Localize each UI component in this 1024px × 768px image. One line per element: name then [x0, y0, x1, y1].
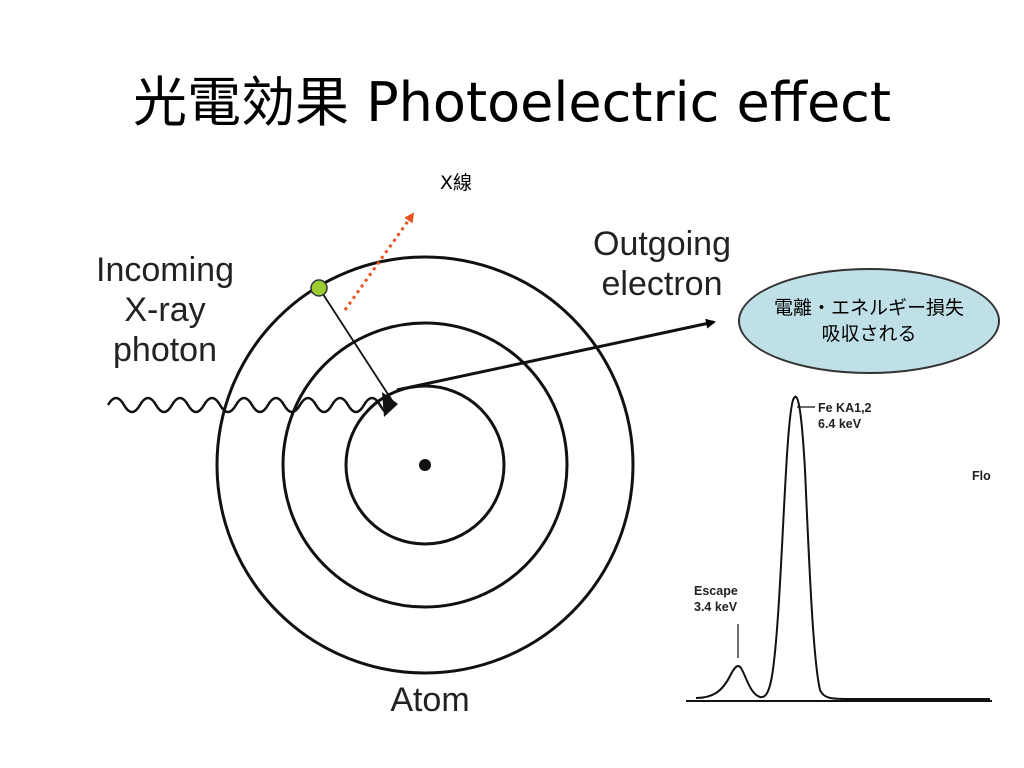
escape-peak-label: Escape 3.4 keV	[694, 583, 738, 615]
escape-peak-line2: 3.4 keV	[694, 600, 738, 614]
middle-shell	[281, 321, 569, 609]
callout-line1: 電離・エネルギー損失	[773, 297, 964, 319]
outgoing-electron-arrow	[396, 318, 716, 392]
xray-label: X線	[440, 172, 473, 194]
nucleus	[419, 459, 431, 471]
xray-emission-arrow	[343, 212, 415, 311]
fe-peak-line2: 6.4 keV	[818, 417, 862, 431]
incoming-line1: Incoming	[96, 251, 234, 289]
escape-peak-line1: Escape	[694, 584, 738, 598]
fe-peak-label: Fe KA1,2 6.4 keV	[818, 400, 872, 432]
incoming-line3: photon	[113, 331, 217, 369]
electron-transition-arrow	[318, 287, 394, 403]
cut-off-label: Flo	[972, 469, 991, 483]
ionization-callout: 電離・エネルギー損失 吸収される	[738, 268, 1000, 374]
outgoing-electron-label: Outgoing electron	[582, 224, 742, 304]
callout-line2: 吸収される	[821, 323, 917, 345]
incoming-line2: X-ray	[124, 291, 206, 329]
electron-dot	[310, 279, 328, 297]
incoming-photon-wave	[106, 396, 390, 414]
photon-arrowhead	[382, 392, 398, 417]
slide-title: 光電効果 Photoelectric effect	[132, 71, 892, 134]
outgoing-line1: Outgoing	[593, 225, 731, 263]
inner-shell	[344, 384, 506, 546]
atom-label: Atom	[390, 681, 470, 719]
spectrum-curve	[695, 395, 990, 700]
outgoing-line2: electron	[601, 265, 723, 303]
outer-shell	[215, 255, 635, 675]
fe-peak-line1: Fe KA1,2	[818, 401, 872, 415]
incoming-photon-label: Incoming X-ray photon	[80, 250, 250, 370]
